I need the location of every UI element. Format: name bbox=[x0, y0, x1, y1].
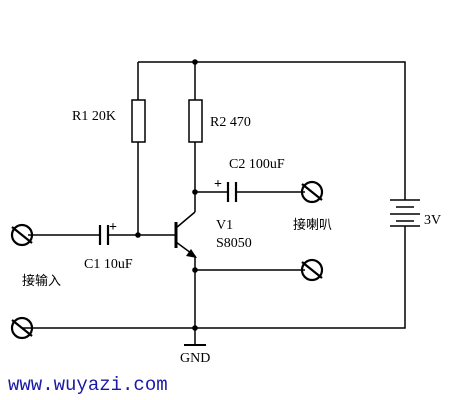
c2-label: C2 100uF bbox=[229, 157, 285, 172]
junction-dot bbox=[192, 325, 198, 331]
battery-label: 3V bbox=[424, 213, 441, 228]
resistor-r2 bbox=[188, 99, 203, 143]
wire-top-rail bbox=[138, 61, 406, 200]
c1-label: C1 10uF bbox=[84, 257, 133, 272]
emitter-arrow-icon bbox=[186, 249, 197, 258]
wires bbox=[22, 61, 406, 345]
capacitor-c2 bbox=[226, 182, 238, 202]
c1-polarity: + bbox=[109, 220, 117, 235]
ground-label: GND bbox=[180, 351, 210, 366]
transistor-designator: V1 bbox=[216, 218, 233, 233]
junction-dot bbox=[192, 267, 198, 273]
capacitor-c1 bbox=[98, 225, 110, 245]
terminal-speaker-top[interactable] bbox=[300, 180, 324, 204]
input-label: 接输入 bbox=[22, 273, 61, 289]
transistor-model: S8050 bbox=[216, 236, 252, 251]
terminal-input-ground[interactable] bbox=[10, 316, 34, 340]
terminal-speaker-bottom[interactable] bbox=[300, 258, 324, 282]
website-watermark: www.wuyazi.com bbox=[8, 374, 168, 396]
junction-dot bbox=[135, 232, 141, 238]
battery bbox=[390, 199, 420, 227]
junction-dot bbox=[192, 59, 198, 65]
transistor-v1 bbox=[174, 192, 197, 262]
speaker-label: 接喇叭 bbox=[293, 217, 332, 233]
resistor-r1 bbox=[131, 99, 146, 143]
wire-battery-return bbox=[195, 226, 406, 329]
r1-label: R1 20K bbox=[72, 109, 116, 124]
c2-polarity: + bbox=[214, 177, 222, 192]
terminal-input-top[interactable] bbox=[10, 223, 34, 247]
r2-label: R2 470 bbox=[210, 115, 251, 130]
